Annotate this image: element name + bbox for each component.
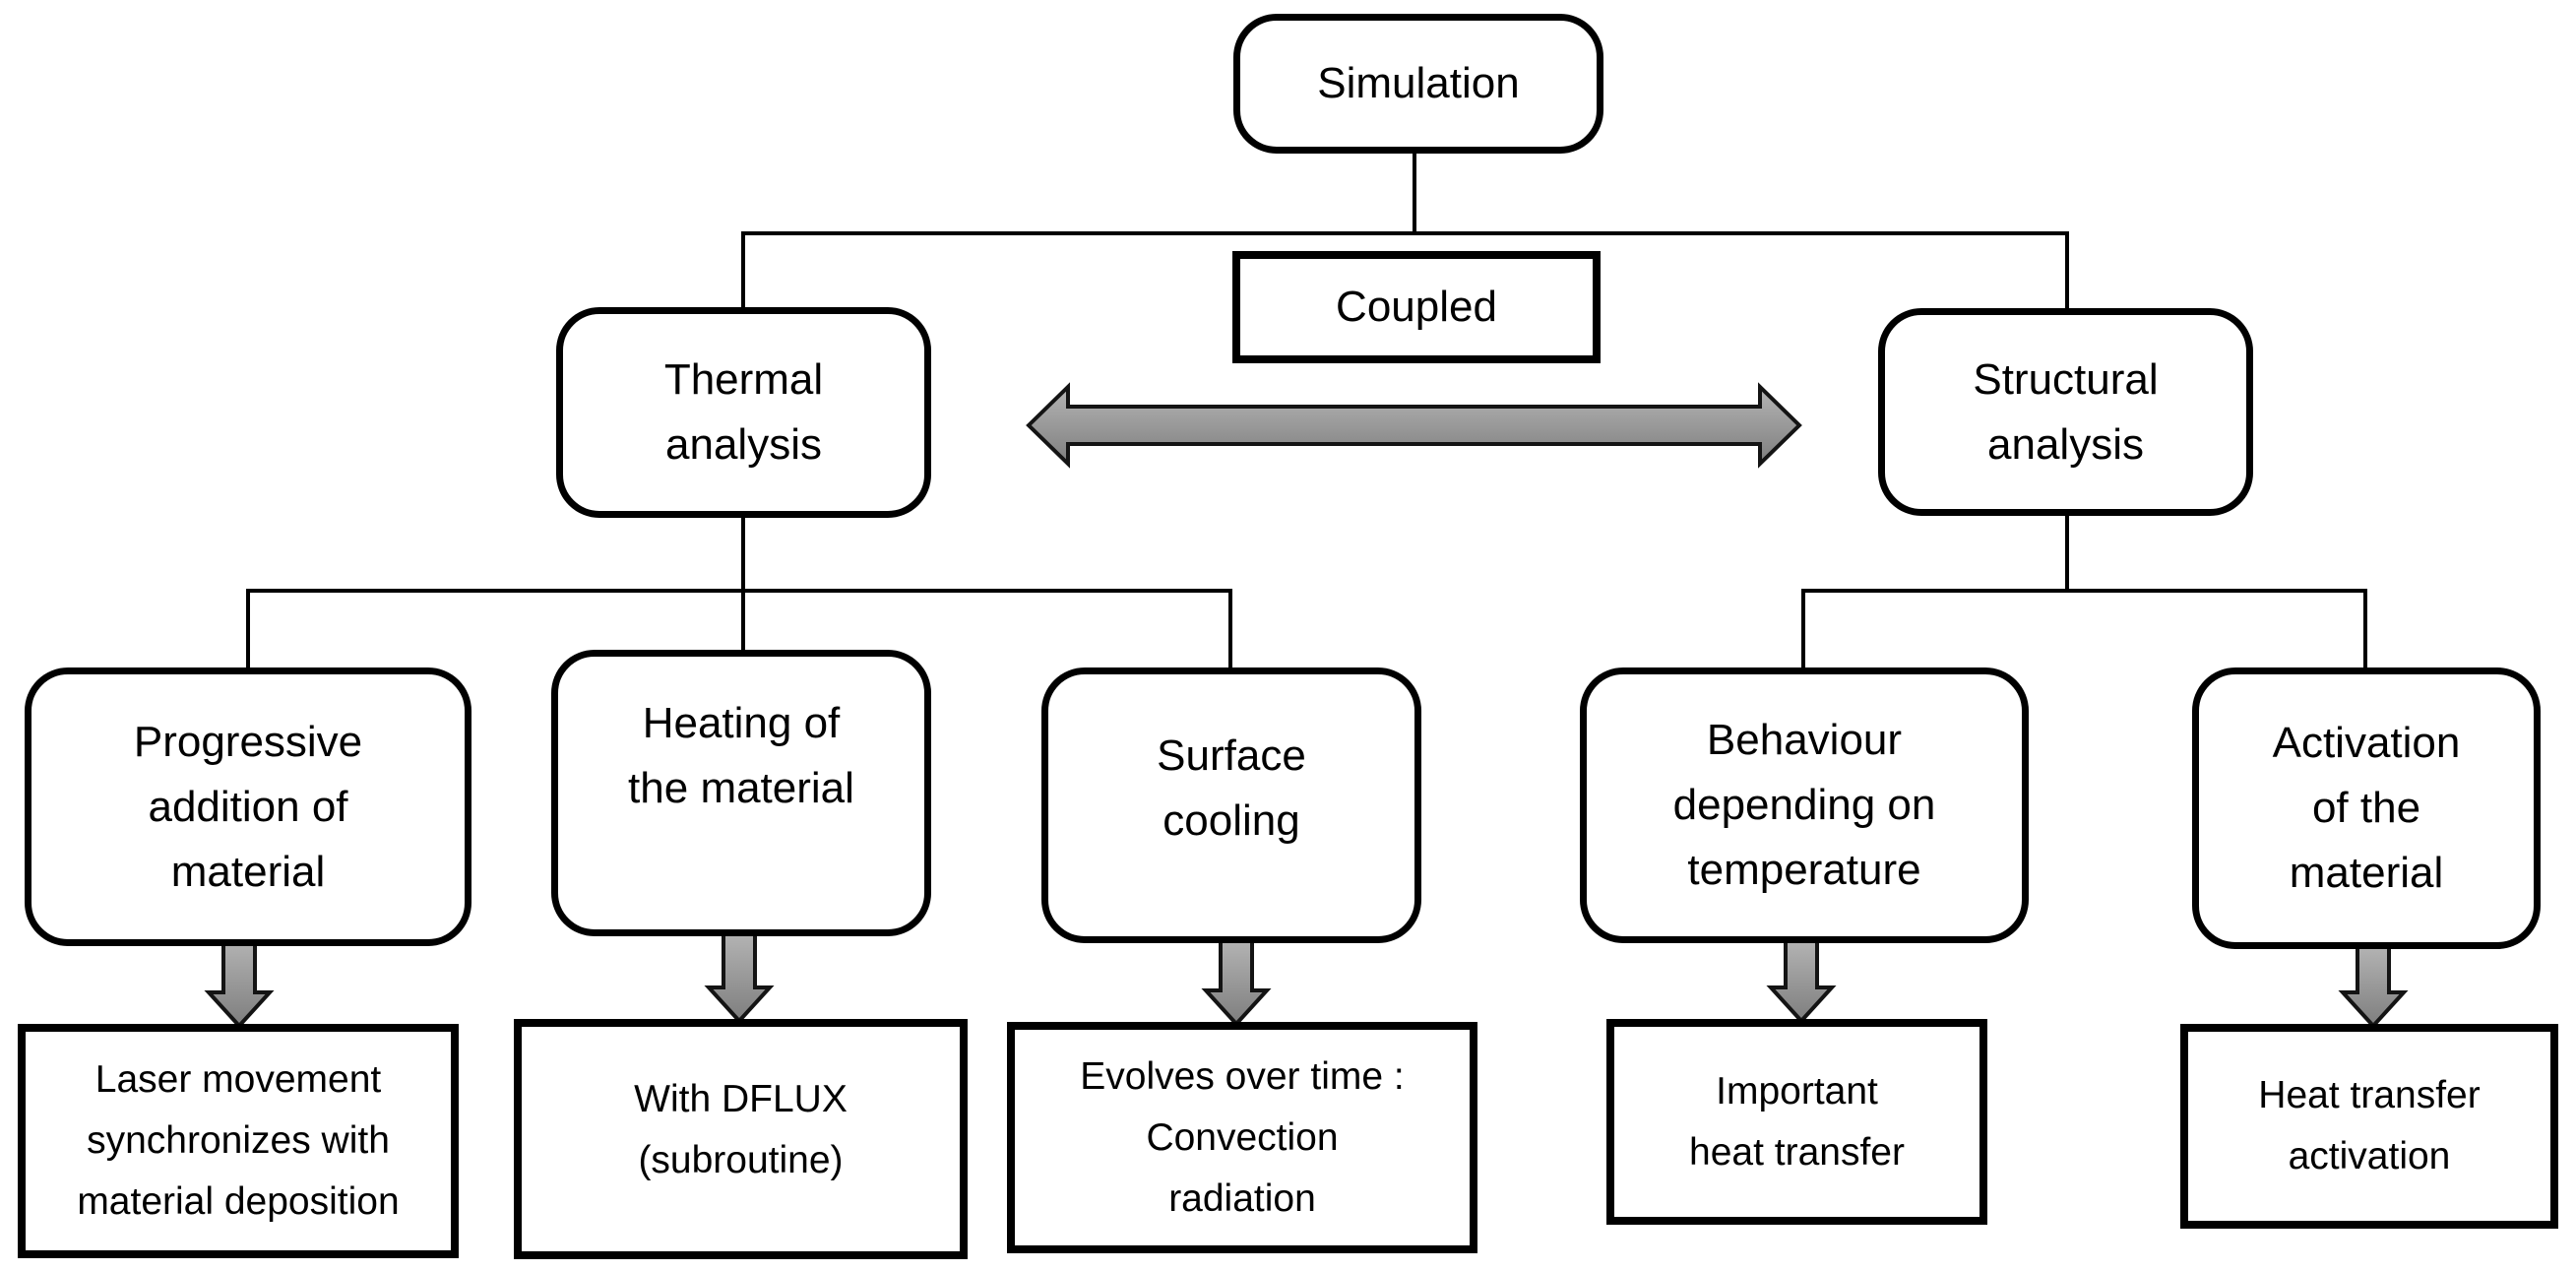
down-arrow-icon-surface [1201,936,1272,1027]
node-simulation: Simulation [1233,14,1603,154]
node-label: Behaviour [1706,716,1903,764]
node-with-dflux-subroutine: With DFLUX (subroutine) [514,1019,968,1259]
node-label: Laser movement [94,1058,382,1101]
node-label: heat transfer [1689,1130,1905,1174]
node-label: Coupled [1336,283,1497,331]
node-label: of the [2311,784,2421,832]
node-label: material [170,847,326,896]
node-label: analysis [665,420,822,469]
node-surface-cooling: Surface cooling [1041,667,1421,943]
node-label: activation [2288,1135,2451,1177]
node-label: temperature [1687,846,1921,894]
node-progressive-addition: Progressive addition of material [25,667,471,946]
double-headed-arrow-icon [1026,382,1802,469]
node-label: cooling [1162,796,1300,845]
node-heat-transfer-activation: Heat transfer activation [2180,1024,2558,1229]
node-label: With DFLUX [634,1078,848,1120]
node-label: analysis [1987,419,2144,469]
node-activation-of-material: Activation of the material [2192,667,2541,949]
node-label: Simulation [1317,59,1520,107]
node-label: addition of [148,782,348,831]
node-label: depending on [1672,781,1936,829]
node-label: Heat transfer [2258,1074,2481,1116]
node-label: Progressive [133,717,363,766]
node-label: Structural [1973,354,2159,404]
node-label: material deposition [77,1180,400,1223]
node-label: Thermal [663,355,824,404]
node-evolves-over-time: Evolves over time : Convection radiation [1007,1022,1477,1253]
node-label: material [2289,849,2444,897]
down-arrow-icon-behaviour [1766,936,1837,1024]
node-coupled: Coupled [1232,251,1601,363]
node-label: Evolves over time : [1080,1054,1405,1098]
node-label: Convection [1146,1115,1339,1159]
node-label: Heating of [642,698,841,747]
node-structural-analysis: Structural analysis [1878,308,2253,516]
node-label: Important [1716,1069,1878,1112]
node-thermal-analysis: Thermal analysis [556,307,931,518]
down-arrow-icon-heating [704,929,775,1024]
node-label: synchronizes with [87,1119,390,1162]
node-label: Activation [2272,719,2461,767]
node-laser-movement: Laser movement synchronizes with materia… [18,1024,459,1258]
node-label: (subroutine) [638,1139,844,1181]
down-arrow-icon-progressive [204,935,275,1029]
node-label: Surface [1157,731,1306,780]
node-label: radiation [1168,1176,1316,1220]
connector-lines [246,153,2367,671]
node-label: the material [628,763,854,812]
node-behaviour-temperature: Behaviour depending on temperature [1580,667,2029,943]
down-arrow-icon-activation [2338,942,2409,1029]
node-important-heat-transfer: Important heat transfer [1606,1019,1987,1225]
node-heating-of-material: Heating of the material [551,650,931,936]
